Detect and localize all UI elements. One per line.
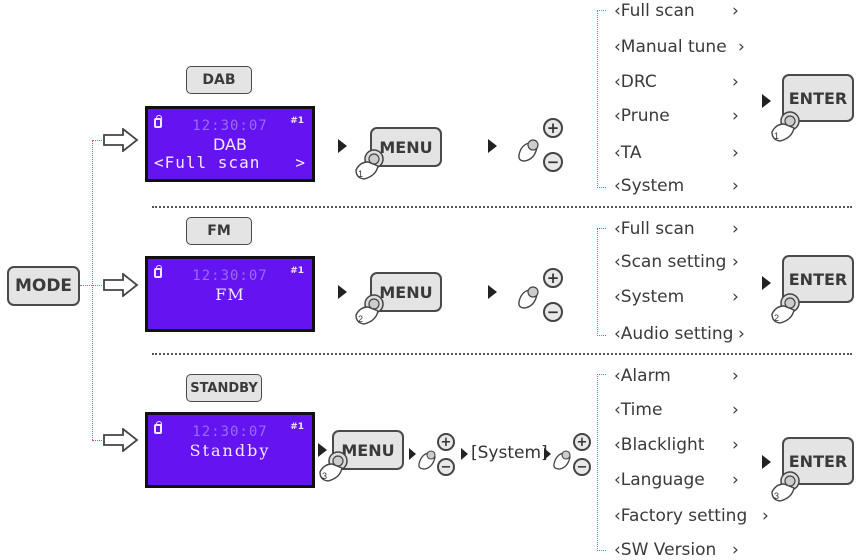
step-arrow-icon bbox=[762, 455, 771, 469]
enter-button[interactable]: ENTER bbox=[782, 437, 854, 485]
press-hand-icon: 3 bbox=[319, 451, 348, 482]
menu-item: ‹Full scan› bbox=[614, 1, 739, 21]
finger-icon bbox=[418, 450, 436, 470]
menu-item: ‹TA› bbox=[614, 143, 739, 163]
step-arrow-icon bbox=[762, 94, 771, 108]
press-hand-icon: 1 bbox=[355, 149, 384, 180]
lock-icon bbox=[154, 265, 162, 278]
lock-icon bbox=[154, 421, 162, 434]
svg-text:1: 1 bbox=[774, 131, 779, 141]
knob-minus-icon[interactable]: − bbox=[543, 152, 563, 172]
menu-item: ‹Manual tune› bbox=[614, 37, 745, 57]
press-hand-icon: 3 bbox=[771, 471, 800, 502]
lcd-display-standby: 12:30:07 #1 Standby bbox=[145, 412, 315, 488]
standby-mode-label: STANDBY bbox=[186, 374, 262, 402]
arrow-right-icon bbox=[103, 428, 139, 452]
svg-text:3: 3 bbox=[322, 471, 327, 481]
lcd-mode-text: Standby bbox=[189, 441, 271, 460]
enter-button[interactable]: ENTER bbox=[782, 255, 854, 303]
enter-button[interactable]: ENTER bbox=[782, 74, 854, 122]
mode-connector-standby bbox=[92, 440, 102, 441]
signal-indicator: #1 bbox=[290, 266, 304, 276]
menu-bracket bbox=[597, 374, 606, 551]
step-arrow-icon bbox=[338, 285, 347, 299]
lcd-chevron: > bbox=[295, 153, 306, 172]
svg-text:3: 3 bbox=[774, 491, 779, 501]
dab-mode-label: DAB bbox=[186, 66, 252, 94]
mode-connector bbox=[92, 140, 93, 440]
step-arrow-icon bbox=[544, 448, 551, 460]
step-arrow-icon bbox=[488, 139, 497, 153]
lock-icon bbox=[154, 115, 162, 128]
menu-item: ‹SW Version› bbox=[614, 540, 739, 560]
step-arrow-icon bbox=[409, 448, 416, 460]
finger-icon bbox=[553, 450, 571, 470]
step-number: 1 bbox=[358, 169, 363, 179]
arrow-right-icon bbox=[103, 128, 139, 152]
step-arrow-icon bbox=[488, 285, 497, 299]
arrow-right-icon bbox=[103, 273, 139, 297]
menu-item: ‹Audio setting› bbox=[614, 324, 745, 344]
press-hand-icon: 2 bbox=[355, 294, 384, 325]
menu-item: ‹Language› bbox=[614, 470, 739, 490]
lcd-menu-line: <Full scan > bbox=[154, 153, 306, 172]
knob-plus-icon[interactable]: + bbox=[543, 268, 563, 288]
menu-item: ‹Blacklight› bbox=[614, 435, 739, 455]
menu-item: ‹Time› bbox=[614, 400, 739, 420]
step-arrow-icon bbox=[338, 139, 347, 153]
knob-plus-icon[interactable]: + bbox=[437, 433, 455, 451]
step-arrow-icon bbox=[762, 276, 771, 290]
lcd-mode-text: DAB bbox=[213, 135, 247, 154]
press-hand-icon: 2 bbox=[771, 293, 800, 324]
menu-item: ‹Full scan› bbox=[614, 219, 739, 239]
finger-icon bbox=[518, 286, 539, 309]
menu-item: ‹Scan setting› bbox=[614, 252, 739, 272]
mode-button[interactable]: MODE bbox=[7, 266, 80, 306]
knob-minus-icon[interactable]: − bbox=[437, 458, 455, 476]
signal-indicator: #1 bbox=[290, 116, 304, 126]
lcd-time: 12:30:07 bbox=[192, 424, 268, 440]
lcd-menu-text: <Full scan bbox=[154, 153, 261, 172]
lcd-mode-text: FM bbox=[215, 285, 245, 304]
signal-indicator: #1 bbox=[290, 422, 304, 432]
fm-mode-label: FM bbox=[186, 217, 252, 245]
menu-item: ‹System› bbox=[614, 176, 739, 196]
lcd-time: 12:30:07 bbox=[192, 268, 268, 284]
section-divider bbox=[152, 206, 852, 208]
system-menu-label: [System] bbox=[471, 443, 548, 463]
svg-text:2: 2 bbox=[774, 313, 779, 323]
menu-item: ‹Factory setting› bbox=[614, 506, 769, 526]
knob-minus-icon[interactable]: − bbox=[573, 458, 591, 476]
finger-icon bbox=[518, 139, 539, 162]
knob-minus-icon[interactable]: − bbox=[543, 302, 563, 322]
mode-connector-dab bbox=[92, 140, 102, 141]
mode-connector-fm bbox=[80, 285, 102, 286]
knob-plus-icon[interactable]: + bbox=[543, 118, 563, 138]
menu-bracket bbox=[597, 228, 606, 336]
section-divider bbox=[152, 353, 852, 355]
lcd-time: 12:30:07 bbox=[192, 118, 268, 134]
lcd-display-dab: 12:30:07 #1 DAB <Full scan > bbox=[145, 106, 315, 182]
press-hand-icon: 1 bbox=[771, 111, 800, 142]
menu-item: ‹DRC› bbox=[614, 72, 739, 92]
menu-item: ‹Prune› bbox=[614, 106, 739, 126]
menu-item: ‹System› bbox=[614, 287, 739, 307]
step-arrow-icon bbox=[318, 443, 327, 457]
svg-text:2: 2 bbox=[358, 314, 363, 324]
lcd-display-fm: 12:30:07 #1 FM bbox=[145, 256, 315, 332]
knob-plus-icon[interactable]: + bbox=[573, 433, 591, 451]
step-arrow-icon bbox=[461, 448, 468, 460]
menu-bracket bbox=[597, 10, 606, 188]
menu-item: ‹Alarm› bbox=[614, 366, 739, 386]
